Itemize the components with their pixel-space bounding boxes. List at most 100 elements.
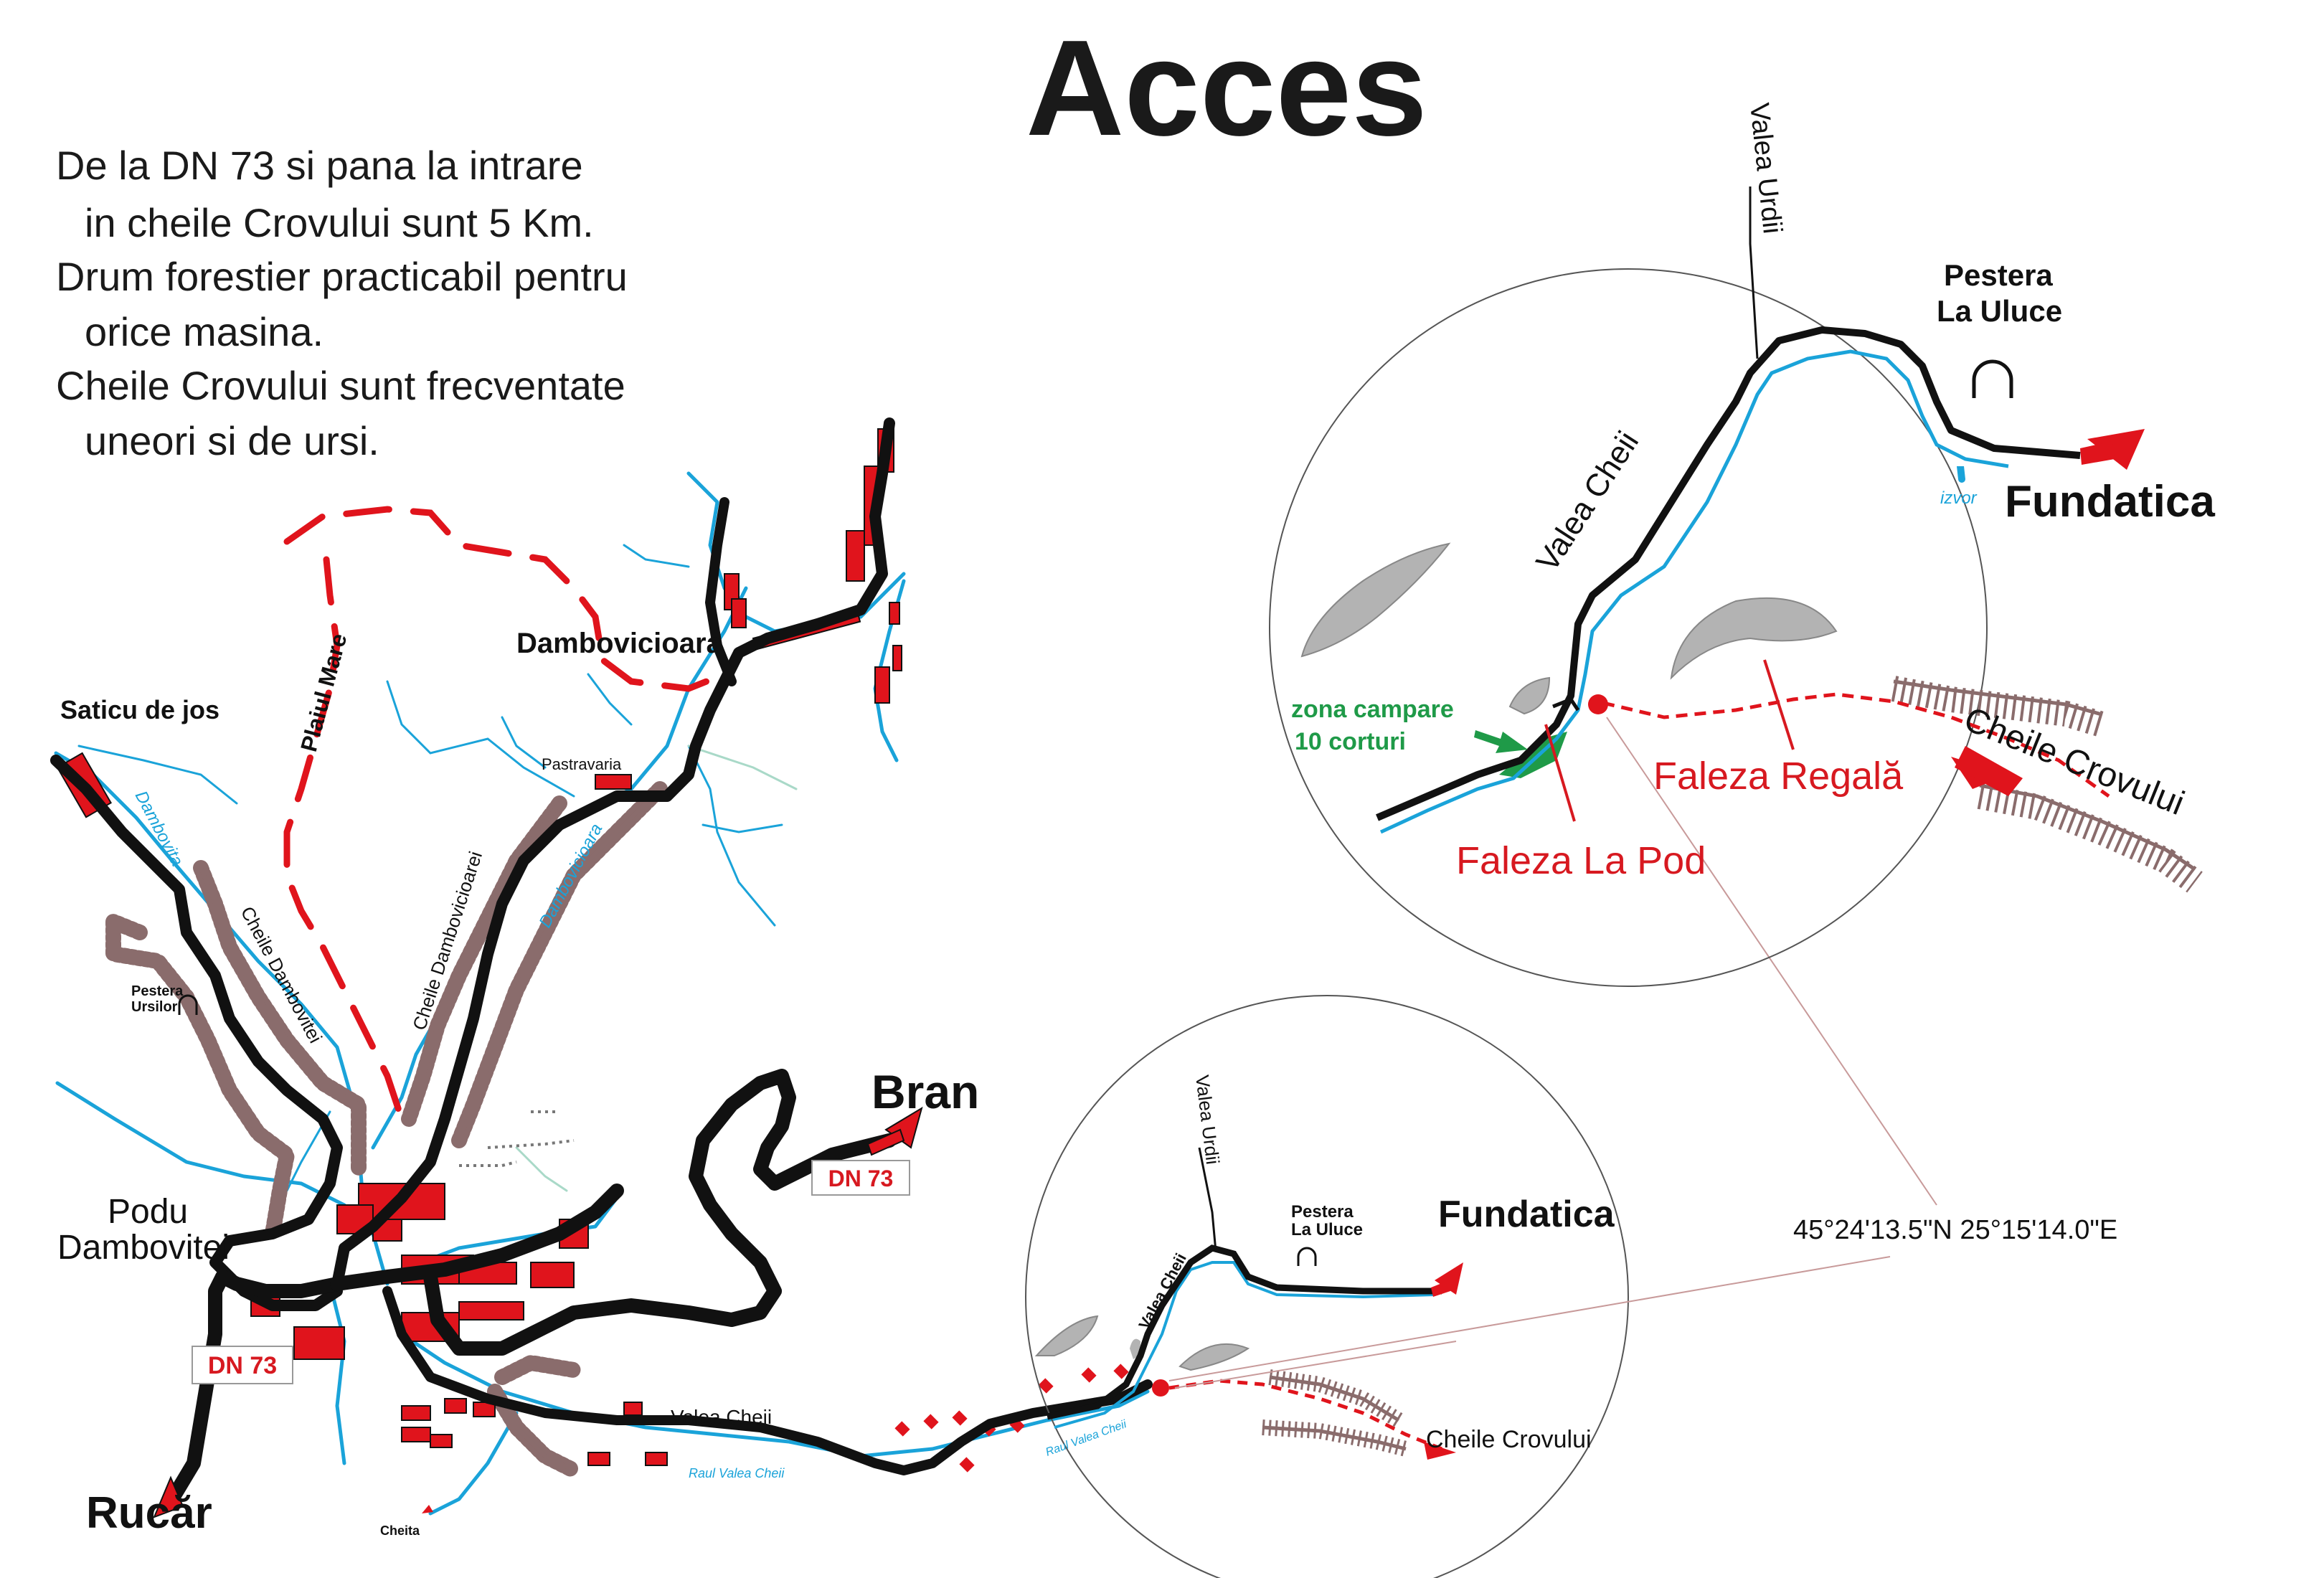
- village-block: [645, 1452, 668, 1466]
- house: [923, 1414, 939, 1430]
- arrow-to-rucar: [153, 1475, 184, 1518]
- house: [1113, 1364, 1129, 1379]
- faleza-marker: [1588, 694, 1608, 714]
- small-bridge-road: [1552, 696, 1580, 712]
- large-faleza-la-pod: Faleza La Pod: [1456, 839, 1706, 882]
- river: [1054, 1261, 1435, 1429]
- place-rucar: Rucăr: [86, 1488, 212, 1538]
- streams-faint: [515, 745, 798, 1192]
- large-izvor: izvor: [1940, 488, 1978, 508]
- road: [1047, 1244, 1442, 1420]
- road: [1376, 326, 2081, 821]
- place-pestera-ursilor-2: Ursilor: [131, 999, 178, 1015]
- village-block: [458, 1301, 524, 1320]
- gorge-valea-cheii-line: [493, 1389, 576, 1473]
- place-saticu-de-jos: Saticu de jos: [60, 695, 219, 724]
- stream: [623, 544, 690, 568]
- small-raul-valea-cheii: Raul Valea Cheii: [1044, 1418, 1129, 1459]
- arrow-fundatica: [2087, 429, 2145, 470]
- description-line: uneori si de ursi.: [85, 418, 379, 463]
- gorge-dambovitei-west: [105, 910, 296, 1242]
- gorge-cheile-crovului-top-line: [1269, 1375, 1400, 1422]
- stream: [687, 745, 798, 790]
- house: [1081, 1367, 1097, 1383]
- house: [959, 1457, 975, 1473]
- gorge-cheile-crovului-bottom-line: [1262, 1425, 1407, 1451]
- gorge-top-line: [1893, 679, 2102, 717]
- place-podu-line1: Podu: [108, 1193, 188, 1231]
- small-pestera-1: Pestera: [1291, 1202, 1354, 1222]
- stream: [285, 1110, 331, 1192]
- gorge-cheile-crovului-top: [1268, 1369, 1403, 1427]
- road-dambovicioara-north: [705, 497, 737, 686]
- house: [1038, 1378, 1054, 1394]
- connector-line: [1174, 1341, 1457, 1389]
- village-block: [874, 666, 890, 704]
- arrow-fundatica-tail: [2080, 441, 2115, 465]
- label-valea-cheii-road: Valea Cheii: [671, 1406, 772, 1428]
- stream: [501, 716, 547, 769]
- large-inset: Valea Urdii Valea Cheii Pestera La Uluce…: [1269, 102, 2215, 987]
- label-raul-valea-cheii: Raul Valea Cheii: [689, 1466, 785, 1480]
- small-valea-urdii: Valea Urdii: [1191, 1074, 1224, 1166]
- river-small-west: [55, 1081, 375, 1236]
- river-dambovicioara-upper: [686, 471, 906, 633]
- place-pestera-ursilor-1: Pestera: [131, 983, 184, 999]
- large-pestera-2: La Uluce: [1937, 294, 2062, 328]
- stream: [386, 680, 575, 798]
- village-block: [444, 1398, 467, 1414]
- gorge-dambovicioarei-west-line: [407, 801, 562, 1121]
- pointer-faleza-regala: [1763, 659, 1795, 750]
- connector-line: [1606, 717, 1937, 1206]
- small-fundatica: Fundatica: [1438, 1194, 1615, 1235]
- village-block: [889, 602, 900, 625]
- badge-label: DN 73: [208, 1352, 277, 1379]
- place-pastravaria: Pastravaria: [542, 755, 622, 773]
- description-line: in cheile Crovului sunt 5 Km.: [85, 200, 594, 245]
- road-valea-urdii: [1749, 186, 1759, 359]
- label-plaiul-mare: Plaiul Mare: [296, 630, 352, 755]
- faleza-marker: [1152, 1379, 1169, 1397]
- large-camp-line2: 10 corturi: [1295, 728, 1406, 755]
- place-cheita: Cheita: [380, 1523, 420, 1538]
- stream: [687, 745, 776, 927]
- gorge-cheile-crovului-bottom: [1262, 1419, 1408, 1457]
- river-valea-cheii: [400, 1332, 1150, 1458]
- large-faleza-regala: Faleza Regală: [1653, 755, 1904, 798]
- gorge-dambovicioarei-east-line: [457, 787, 662, 1143]
- arrow-to-cheita: [422, 1505, 433, 1513]
- village-block: [293, 1326, 345, 1360]
- description-line: De la DN 73 si pana la intrare: [56, 143, 583, 188]
- crag: [1034, 1315, 1099, 1356]
- large-fundatica: Fundatica: [2005, 477, 2215, 526]
- village-block: [401, 1405, 431, 1421]
- river: [1379, 349, 2009, 834]
- house: [894, 1421, 910, 1437]
- small-pestera-2: La Uluce: [1291, 1220, 1363, 1239]
- crag-left: [1300, 542, 1451, 658]
- place-dambovicioara: Dambovicioara: [516, 628, 723, 659]
- village-block: [595, 774, 632, 790]
- cave-icon: [1972, 359, 2013, 398]
- arrow-to-bran-tail: [866, 1128, 905, 1156]
- village-block: [846, 530, 865, 582]
- village-block: [892, 645, 902, 671]
- road-badge-dn73-rucar: DN 73: [192, 1346, 293, 1384]
- gorge-valea-cheii-2: [494, 1354, 582, 1385]
- badge-label: DN 73: [828, 1166, 894, 1191]
- stream: [515, 1146, 568, 1192]
- trail-cheile-crovului: [1168, 1379, 1442, 1451]
- trail-cheile-crovului: [1602, 692, 2110, 798]
- large-pestera-1: Pestera: [1944, 258, 2053, 292]
- road-dn73-bran: [330, 1069, 897, 1356]
- trail-plaiul-mare: [283, 506, 728, 1123]
- village-block: [401, 1427, 431, 1442]
- large-inset-border: [1269, 268, 1988, 987]
- road-dn73-south: [165, 1270, 344, 1506]
- small-inset: Valea Urdii Valea Cheii Pestera La Uluce…: [1025, 995, 1629, 1578]
- badge-box: [192, 1346, 293, 1384]
- crag-small: [1508, 676, 1551, 715]
- small-inset-border: [1025, 995, 1629, 1578]
- streams: [77, 544, 783, 1192]
